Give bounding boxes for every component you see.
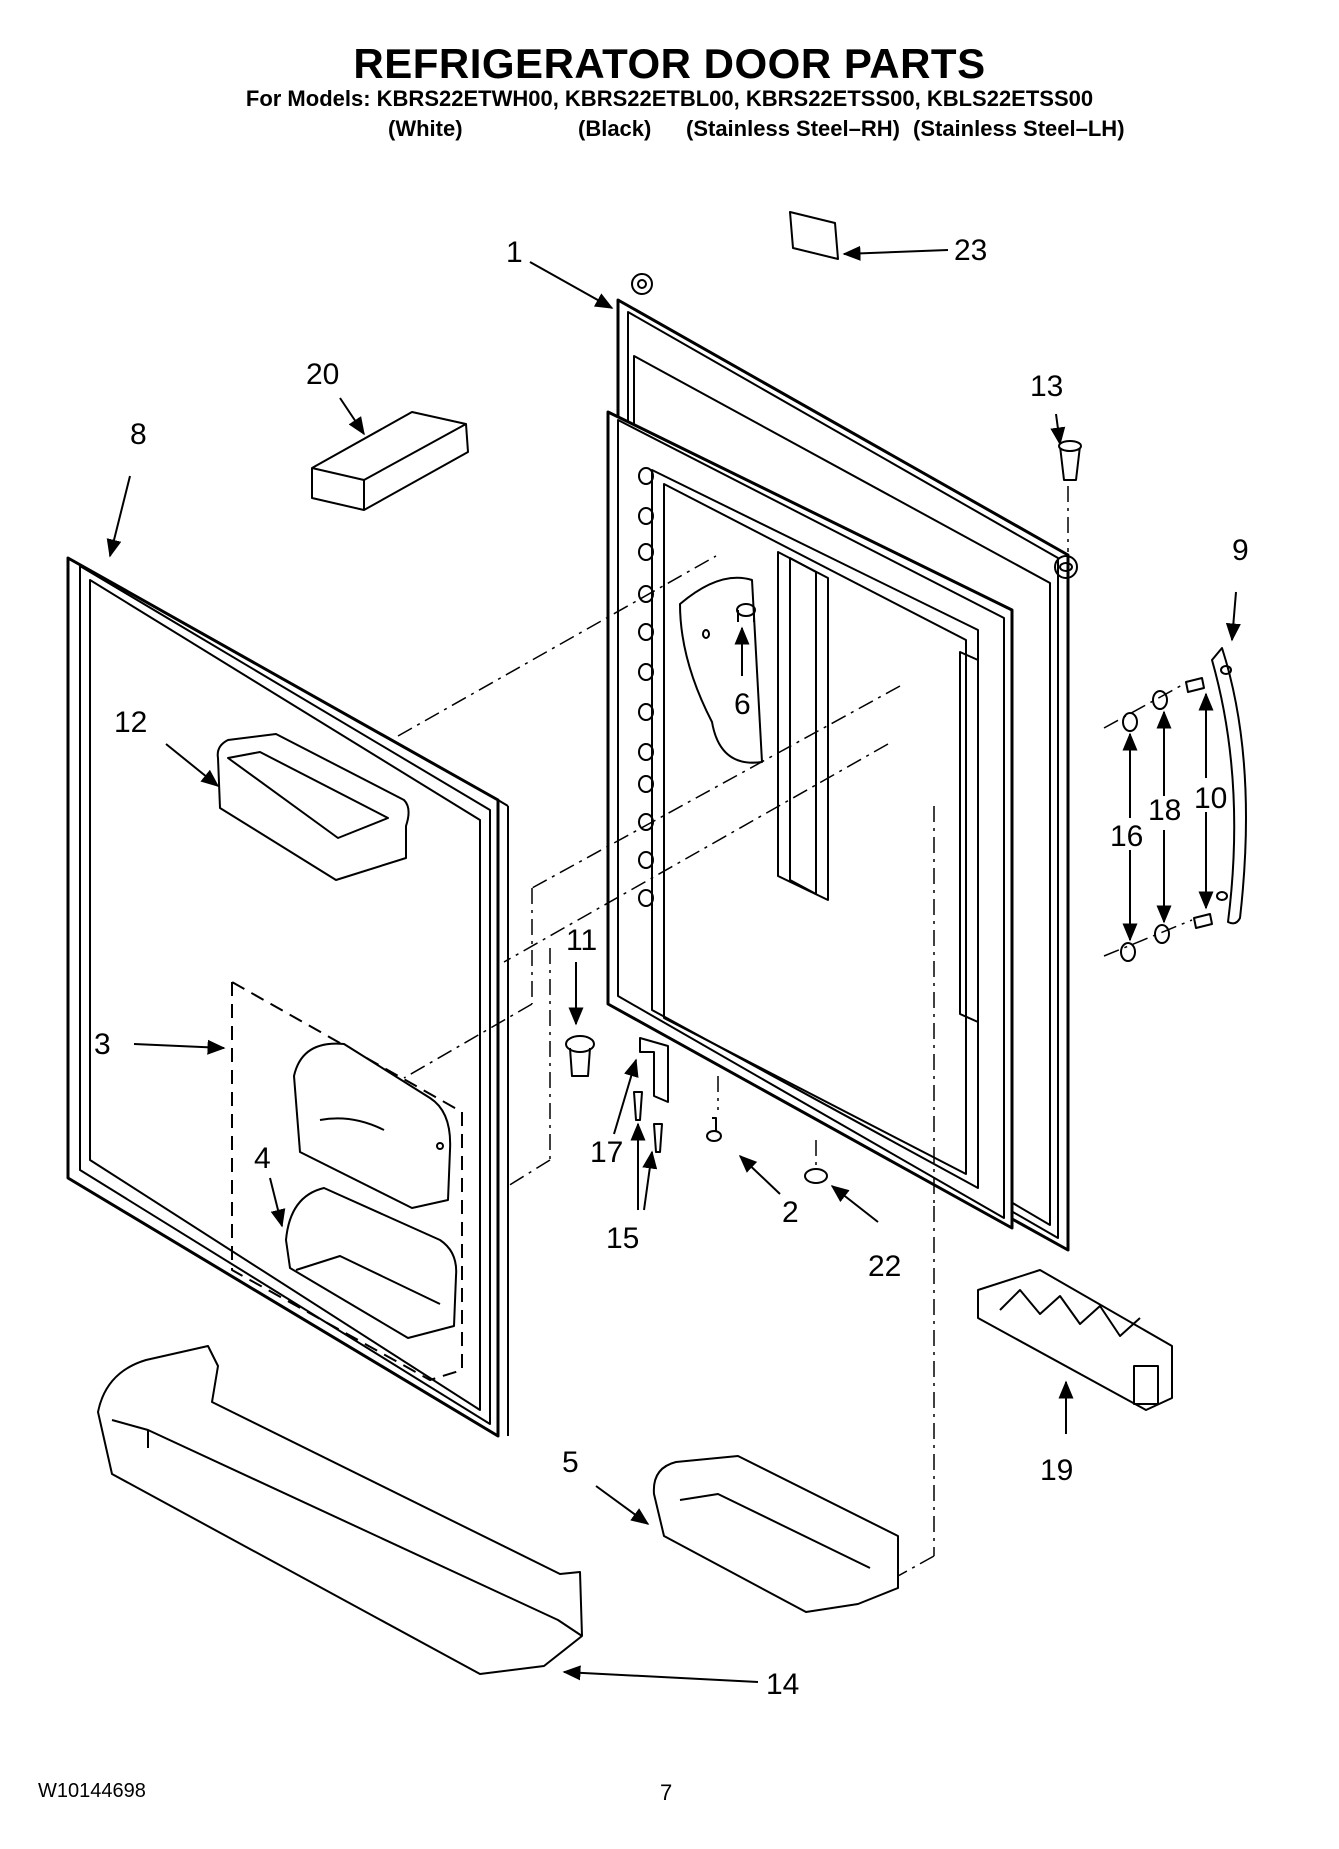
callout-17: 17: [590, 1136, 623, 1169]
leader-arrows: [106, 245, 1241, 1683]
variant-stainless-rh: (Stainless Steel–RH): [686, 116, 900, 141]
part-10-handle-screws: [1185, 677, 1213, 929]
callout-22: 22: [868, 1250, 901, 1283]
part-13-bushing: [1058, 440, 1082, 481]
callout-12: 12: [114, 706, 147, 739]
part-1-door-assembly: [606, 273, 1078, 1252]
part-5-door-bin: [652, 1455, 899, 1613]
part-3-module: [293, 1042, 452, 1209]
part-23-label: [789, 211, 839, 260]
explode-lines: [397, 486, 1193, 1577]
callout-14: 14: [766, 1668, 799, 1701]
callout-13: 13: [1030, 370, 1063, 403]
callout-1: 1: [506, 236, 523, 269]
callout-4: 4: [254, 1142, 271, 1175]
callout-18: 18: [1148, 794, 1181, 827]
part-8-door-panel: [66, 556, 509, 1438]
callout-20: 20: [306, 358, 339, 391]
part-19-tray: [977, 1269, 1173, 1411]
part-11-cap: [565, 1035, 595, 1077]
callout-16: 16: [1110, 820, 1143, 853]
part-9-handle: [1211, 647, 1247, 925]
part-3-bracket-area: [231, 981, 463, 1381]
variant-black: (Black): [578, 116, 652, 141]
page-title: REFRIGERATOR DOOR PARTS: [353, 40, 986, 87]
part-17-bracket: [639, 1037, 669, 1103]
part-12-door-bin: [216, 733, 410, 881]
callout-8: 8: [130, 418, 147, 451]
callout-3: 3: [94, 1028, 111, 1061]
callout-23: 23: [954, 234, 987, 267]
door-side-bumps: [638, 467, 654, 907]
variant-stainless-lh: (Stainless Steel–LH): [913, 116, 1125, 141]
part-6-hinge-pin: [679, 576, 763, 764]
callout-labels: 1 23 20 8 13 9 12 6 10 18 16 11 3 4 17 1…: [94, 234, 1249, 1701]
part-2-screw: [706, 1117, 722, 1142]
part-14-bottom-bin: [97, 1345, 583, 1675]
page-number: 7: [660, 1780, 673, 1805]
document-number: W10144698: [38, 1780, 146, 1802]
callout-5: 5: [562, 1446, 579, 1479]
callout-11: 11: [566, 924, 597, 957]
models-line: For Models: KBRS22ETWH00, KBRS22ETBL00, …: [245, 86, 1094, 111]
part-15-screws: [633, 1091, 663, 1153]
part-22-washer: [804, 1168, 828, 1184]
callout-6: 6: [734, 688, 751, 721]
part-20-dairy-bin: [311, 411, 469, 511]
variant-white: (White): [388, 116, 463, 141]
callout-9: 9: [1232, 534, 1249, 567]
callout-19: 19: [1040, 1454, 1073, 1487]
callout-15: 15: [606, 1222, 639, 1255]
callout-2: 2: [782, 1196, 799, 1229]
part-4-module-bin: [285, 1187, 458, 1339]
callout-10: 10: [1194, 782, 1227, 815]
